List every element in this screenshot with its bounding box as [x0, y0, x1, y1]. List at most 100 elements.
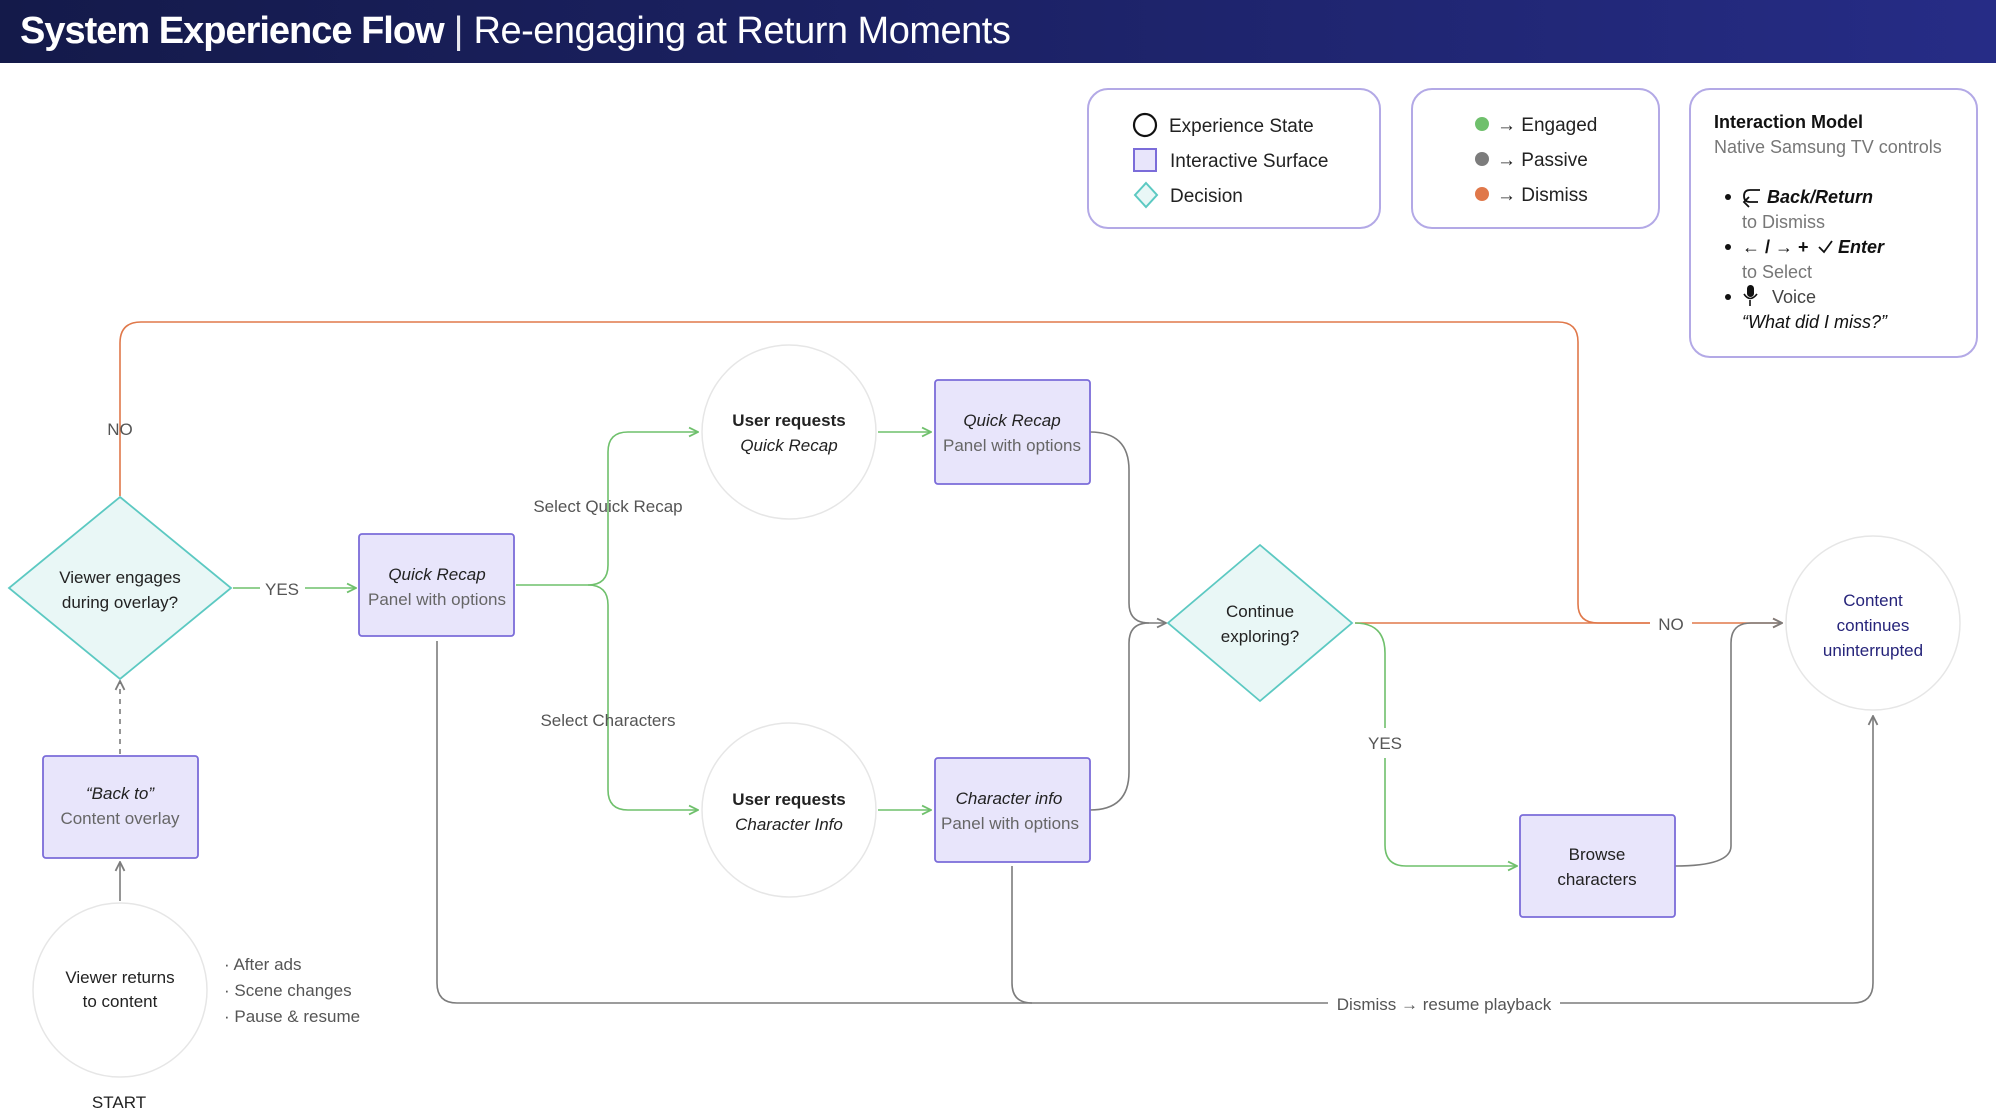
- start-state-circle: [32, 902, 208, 1078]
- label-select-chars: Select Characters: [540, 711, 675, 730]
- node-content: Content continues uninterrupted: [1785, 535, 1961, 711]
- edge-browse-to-content: [1674, 623, 1782, 867]
- voice-quote: “What did I miss?”: [1742, 312, 1888, 332]
- check-icon: [1818, 240, 1833, 254]
- legend-decision-label: Decision: [1170, 186, 1243, 207]
- char-panel-line2: Panel with options: [941, 814, 1079, 833]
- node-engage-decision: Viewer engages during overlay?: [7, 495, 233, 681]
- req-recap-line2: Quick Recap: [740, 436, 837, 455]
- req-recap-state-circle: [701, 344, 877, 520]
- edge-dismiss-to-content: [1560, 716, 1873, 1004]
- req-chars-line1: User requests: [732, 790, 845, 809]
- browse-line1: Browse: [1569, 845, 1626, 864]
- edge-char-panel-to-continue: [1089, 622, 1150, 811]
- trigger-item: · After ads: [224, 955, 301, 974]
- edge-no-top: [119, 321, 1650, 624]
- edge-dismiss-from-char: [1011, 866, 1033, 1004]
- page-header: System Experience Flow | Re-engaging at …: [0, 0, 1996, 63]
- legend-surface-label: Interactive Surface: [1170, 151, 1328, 172]
- node-back-to-overlay: “Back to” Content overlay: [42, 755, 199, 859]
- back-return-desc: to Dismiss: [1742, 212, 1825, 232]
- edge-branch-chars: [587, 584, 698, 810]
- char-panel-line1: Character info: [956, 789, 1063, 808]
- label-yes-left: YES: [265, 580, 299, 599]
- quick-recap-main-line1: Quick Recap: [388, 565, 485, 584]
- enter-label: Enter: [1838, 237, 1885, 257]
- char-panel-surface: [934, 757, 1091, 863]
- decision-icon: [1133, 181, 1159, 209]
- node-browse: Browse characters: [1519, 814, 1676, 918]
- engage-line2: during overlay?: [62, 593, 178, 612]
- recap-panel-surface: [934, 379, 1091, 485]
- back-to-line1: “Back to”: [86, 784, 155, 803]
- edge-branch-recap: [516, 432, 698, 586]
- legend-colors-box: [1411, 88, 1660, 229]
- node-start: Viewer returns to content START: [32, 902, 208, 1112]
- passive-dot-icon: [1475, 152, 1489, 166]
- node-char-panel: Character info Panel with options: [934, 757, 1091, 863]
- node-req-recap: User requests Quick Recap: [701, 344, 877, 520]
- edge-recap-panel-to-continue: [1089, 431, 1166, 623]
- trigger-list: · After ads · Scene changes · Pause & re…: [224, 955, 360, 1026]
- voice-label: Voice: [1772, 287, 1816, 307]
- browse-surface: [1519, 814, 1676, 918]
- content-state-circle: [1785, 535, 1961, 711]
- legend-shapes-box: [1087, 88, 1381, 229]
- engage-line1: Viewer engages: [59, 568, 181, 587]
- start-line1: Viewer returns: [65, 968, 174, 987]
- connectors: [119, 321, 1873, 1004]
- back-to-surface: [42, 755, 199, 859]
- legend-passive-label: → Passive: [1497, 150, 1588, 171]
- label-yes-right: YES: [1368, 734, 1402, 753]
- label-select-recap: Select Quick Recap: [533, 497, 682, 516]
- microphone-icon: [1743, 285, 1758, 306]
- nav-keys-label: ← / → +: [1742, 237, 1809, 257]
- start-line2: to content: [83, 992, 158, 1011]
- legend-shapes: Experience State Interactive Surface Dec…: [1087, 88, 1381, 229]
- interaction-model-subtitle: Native Samsung TV controls: [1714, 137, 1942, 157]
- browse-line2: characters: [1557, 870, 1636, 889]
- node-continue-decision: Continue exploring?: [1166, 543, 1354, 703]
- req-recap-line1: User requests: [732, 411, 845, 430]
- label-no-right: NO: [1658, 615, 1684, 634]
- title-separator: |: [453, 10, 464, 52]
- legend-dismiss-label: → Dismiss: [1497, 185, 1588, 206]
- dismiss-dot-icon: [1475, 187, 1489, 201]
- legend-engaged-label: → Engaged: [1497, 115, 1597, 136]
- content-line1: Content: [1843, 591, 1903, 610]
- recap-panel-line2: Panel with options: [943, 436, 1081, 455]
- experience-state-icon: [1132, 112, 1158, 138]
- content-line3: uninterrupted: [1823, 641, 1923, 660]
- trigger-item: · Pause & resume: [224, 1007, 360, 1026]
- start-caption: START: [92, 1093, 146, 1112]
- page-title: System Experience Flow: [20, 10, 445, 52]
- bullet: [1725, 244, 1731, 250]
- recap-panel-line1: Quick Recap: [963, 411, 1060, 430]
- node-recap-panel: Quick Recap Panel with options: [934, 379, 1091, 485]
- continue-decision-diamond: [1166, 543, 1354, 703]
- interactive-surface-icon: [1133, 148, 1157, 172]
- legend-state-label: Experience State: [1169, 116, 1314, 137]
- continue-line1: Continue: [1226, 602, 1294, 621]
- trigger-item: · Scene changes: [224, 981, 352, 1000]
- label-no-top: NO: [107, 420, 133, 439]
- continue-line2: exploring?: [1221, 627, 1299, 646]
- quick-recap-main-line2: Panel with options: [368, 590, 506, 609]
- edge-yes-right-a: [1354, 622, 1386, 728]
- edge-yes-right-b: [1384, 758, 1517, 866]
- return-arrow-icon: [1742, 189, 1760, 208]
- back-to-line2: Content overlay: [60, 809, 180, 828]
- quick-recap-main-surface: [358, 533, 515, 637]
- back-return-label: Back/Return: [1767, 187, 1873, 207]
- bullet: [1725, 294, 1731, 300]
- label-dismiss: Dismiss → resume playback: [1337, 995, 1552, 1014]
- engage-decision-diamond: [7, 495, 233, 681]
- node-req-chars: User requests Character Info: [701, 722, 877, 898]
- interaction-model-title: Interaction Model: [1714, 112, 1863, 132]
- interaction-model-panel: Interaction Model Native Samsung TV cont…: [1689, 88, 1978, 358]
- node-quick-recap-main: Quick Recap Panel with options: [358, 533, 515, 637]
- content-line2: continues: [1837, 616, 1910, 635]
- req-chars-line2: Character Info: [735, 815, 843, 834]
- legend-colors: → Engaged → Passive → Dismiss: [1411, 88, 1660, 229]
